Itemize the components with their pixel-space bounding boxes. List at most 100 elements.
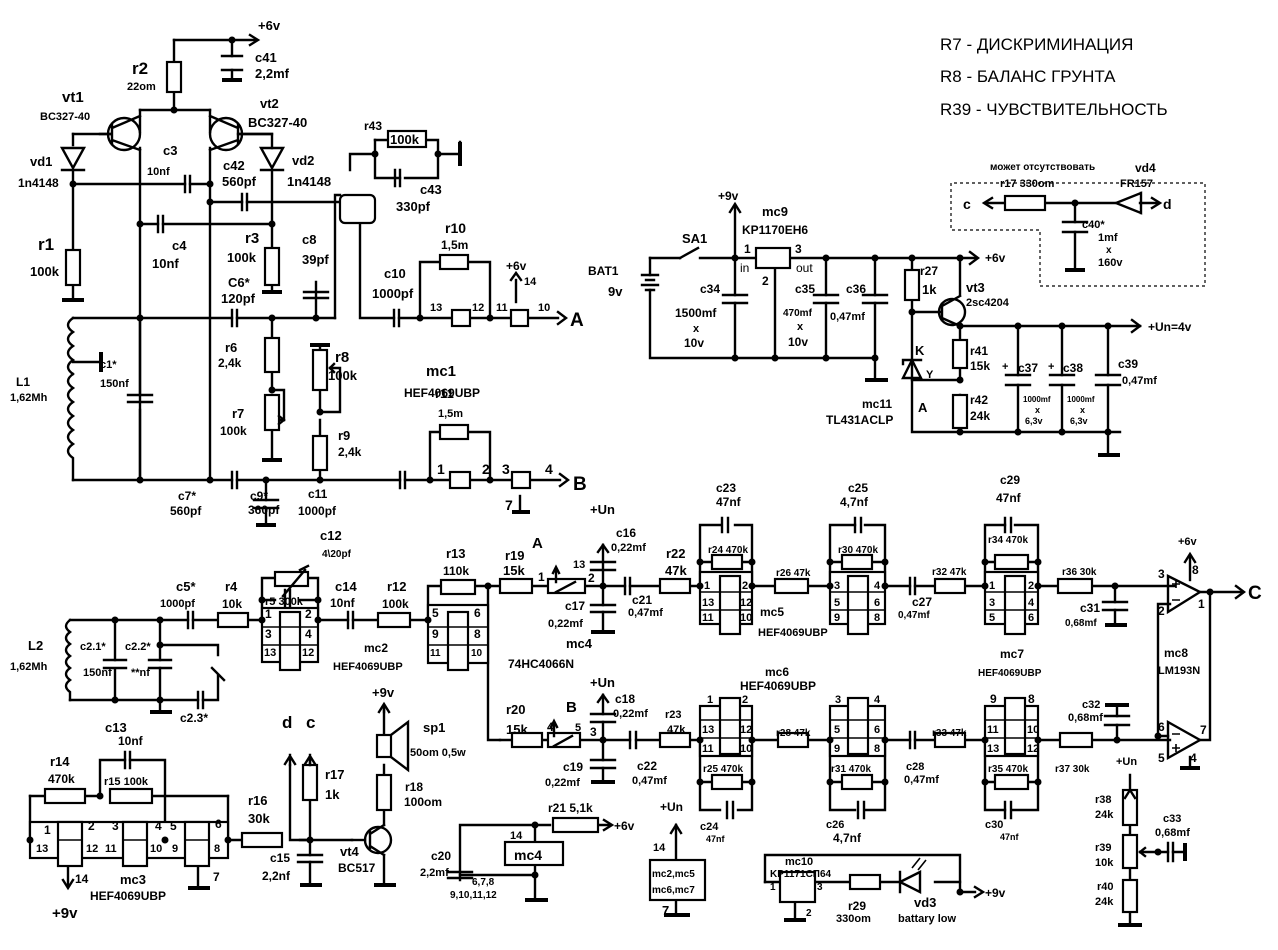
label-c41: c41 (255, 50, 277, 65)
label-c30: c30 (985, 819, 1003, 831)
label-mc2: mc2 (364, 641, 388, 655)
label-c33: c33 (1163, 813, 1181, 825)
value-c19: 0,22mf (545, 777, 580, 789)
switch-sw-tx[interactable] (338, 193, 377, 225)
value-mc3: HEF4069UBP (90, 889, 166, 903)
label-c10: c10 (384, 266, 406, 281)
resistor-r1 (64, 248, 82, 287)
c40-volt: 160v (1098, 257, 1123, 269)
label-r43: r43 (364, 119, 382, 133)
label-r13: r13 (446, 546, 466, 561)
net-C: C (1248, 583, 1262, 604)
inverter-mc1-b (509, 308, 530, 328)
switch-c23[interactable] (210, 666, 226, 682)
resistor-r29 (848, 873, 882, 891)
mc2-p1: 1 (265, 607, 272, 621)
value-c37: 1000mf (1023, 395, 1051, 404)
value-r39: 10k (1095, 857, 1114, 869)
label-c20: c20 (431, 849, 451, 863)
mc8-p1: 1 (1198, 597, 1205, 611)
pin-7: 7 (505, 497, 513, 513)
arrows (61, 33, 1246, 899)
value-c38: 1000mf (1067, 395, 1095, 404)
resistor-r18 (375, 773, 393, 812)
value-c22f: 0,47mf (632, 775, 667, 787)
resistor-r24 (710, 553, 744, 571)
switch-sa1 (678, 246, 700, 260)
value-r18: 100om (404, 795, 442, 809)
value-r23: 47k (667, 724, 686, 736)
label-c22: c2.2* (125, 641, 151, 653)
label-r42: r42 (970, 393, 988, 407)
label-r2: r2 (132, 59, 148, 78)
mc5-p12: 12 (740, 597, 752, 609)
value-r17-opt: r17 330om (1000, 178, 1055, 190)
resistor-r32 (933, 577, 967, 595)
c37-x: x (1035, 405, 1040, 415)
mc2-p10: 10 (471, 648, 483, 659)
pin-13: 13 (430, 302, 442, 314)
value-c5: 1000pf (160, 598, 195, 610)
value-r26: r26 47k (776, 568, 811, 579)
label-c35: c35 (795, 282, 815, 296)
value-r14: 470k (48, 772, 75, 786)
value-c23f: 47nf (716, 495, 742, 509)
resistor-r7 (263, 393, 281, 432)
label-r16: r16 (248, 793, 268, 808)
value-c10: 1000pf (372, 286, 414, 301)
ground-symbols (62, 78, 1200, 927)
value-r21: r21 5,1k (548, 801, 593, 815)
resistor-r17 (301, 763, 319, 802)
mc4-pin678: 6,7,8 (472, 877, 495, 888)
swb-pin5: 5 (575, 722, 581, 734)
value-r24: r24 470k (708, 545, 748, 556)
inverter-mc1-a (450, 308, 472, 328)
mc3-p9: 9 (172, 843, 178, 855)
resistor-r33 (933, 731, 967, 749)
diode-vd4 (1112, 191, 1143, 215)
label-mc5: mc5 (760, 605, 784, 619)
value-mc8: LM193N (1158, 665, 1200, 677)
ic-power-box (648, 858, 707, 902)
inverter-bank-mc2b (426, 603, 490, 672)
c40-x: x (1106, 245, 1112, 256)
mc2-p2: 2 (305, 607, 312, 621)
value-mc9: KP1170EH6 (742, 223, 808, 237)
pwr-box-line1: mc2,mc5 (652, 869, 695, 880)
mc6-p9: 9 (834, 743, 840, 755)
resistor-r34 (993, 553, 1030, 571)
value-mc11: TL431ACLP (826, 413, 893, 427)
value-r17: 1k (325, 787, 340, 802)
mc5-p3: 3 (834, 580, 840, 592)
value-mc7: HEF4069UBP (978, 668, 1042, 679)
label-mc6: mc6 (765, 665, 789, 679)
label-L1: L1 (16, 375, 30, 389)
resistor-r30 (840, 553, 874, 571)
resistor-r21 (551, 816, 600, 834)
label-vt4: vt4 (340, 844, 360, 859)
resistor-r9 (311, 434, 329, 472)
value-mc5: HEF4069UBP (758, 627, 828, 639)
mc3-p6: 6 (215, 817, 222, 831)
resistor-r11 (438, 423, 470, 441)
transistor-vt3 (937, 297, 967, 327)
junction-dots (26, 36, 1214, 896)
swb-pin3: 3 (590, 725, 597, 739)
label-vt1: vt1 (62, 89, 84, 106)
label-mc3: mc3 (120, 872, 146, 887)
mc5-p2: 2 (742, 580, 748, 592)
mc5-p1: 1 (704, 580, 710, 592)
resistor-r36 (1056, 577, 1094, 595)
mc4-pin14: 14 (510, 830, 523, 842)
mc11-Y: Y (926, 369, 934, 381)
label-r4: r4 (225, 579, 238, 594)
mc8-p7: 7 (1200, 723, 1207, 737)
c37-volt: 6,3v (1025, 416, 1043, 426)
value-r28: r28 47k (776, 728, 811, 739)
label-c42: c42 (223, 158, 245, 173)
pin-11: 11 (496, 302, 508, 314)
label-vt3: vt3 (966, 280, 985, 295)
value-c15: 2,2nf (262, 869, 291, 883)
inverter-bank-mc6b (828, 696, 887, 758)
c35-x: x (797, 321, 804, 333)
